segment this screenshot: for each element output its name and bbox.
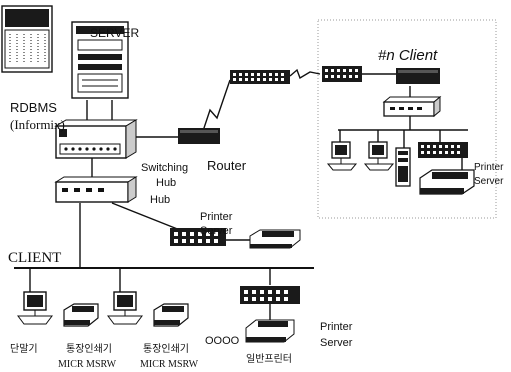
terminal-2-icon bbox=[107, 291, 143, 325]
hub-icon bbox=[54, 176, 138, 203]
server-cabinet-icon bbox=[1, 5, 53, 73]
printer-server-mid-label-1: Printer bbox=[200, 211, 233, 223]
modem-rack-icon bbox=[230, 70, 290, 84]
switching-hub-icon bbox=[54, 119, 138, 159]
passbook-printer-2-icon bbox=[153, 303, 189, 327]
passbook-printer-2-label-2: MICR MSRW bbox=[140, 359, 199, 370]
passbook-printer-1-icon bbox=[63, 303, 99, 327]
n-client-router-icon bbox=[396, 68, 440, 84]
n-client-area bbox=[317, 19, 497, 219]
n-client-modem-icon bbox=[322, 66, 362, 82]
switching-hub-label: Hub bbox=[156, 177, 176, 189]
passbook-printer-1-label-1: 통장인쇄기 bbox=[66, 343, 112, 355]
switching-label: Switching bbox=[141, 162, 188, 174]
printer-server-mid-label-2: Server bbox=[200, 225, 233, 237]
passbook-printer-2-label-1: 통장인쇄기 bbox=[143, 343, 189, 355]
printer-server-right-label-1: Printer bbox=[474, 162, 504, 173]
printer-mid-icon bbox=[249, 229, 301, 249]
general-printer-label: 일반프린터 bbox=[246, 353, 292, 365]
n-client-printer-icon bbox=[419, 169, 475, 195]
printer-server-right-label-2: Server bbox=[474, 176, 504, 187]
dots-label: OOOO bbox=[205, 335, 240, 347]
n-client-tower-icon bbox=[395, 147, 411, 187]
hub-label: Hub bbox=[150, 194, 170, 206]
n-client-hub-icon bbox=[382, 95, 442, 118]
informix-label: (Informix) bbox=[10, 117, 65, 132]
connection-lines bbox=[14, 68, 468, 320]
rdbms-label: RDBMS bbox=[10, 100, 57, 115]
printer-server-mid-icon bbox=[170, 228, 226, 246]
n-client-printer-server-icon bbox=[418, 142, 468, 158]
general-printer-icon bbox=[245, 319, 295, 343]
router-label: Router bbox=[207, 158, 247, 173]
terminal-label: 단말기 bbox=[10, 343, 38, 355]
server-tower-icon bbox=[71, 21, 129, 99]
terminal-1-icon bbox=[17, 291, 53, 325]
router-icon bbox=[178, 128, 220, 144]
n-client-terminal-1-icon bbox=[326, 141, 358, 171]
printer-server-bottom-icon bbox=[240, 286, 300, 304]
printer-server-bottom-label-1: Printer bbox=[320, 321, 353, 333]
passbook-printer-1-label-2: MICR MSRW bbox=[58, 359, 117, 370]
n-client-label: #n Client bbox=[378, 47, 438, 64]
client-label: CLIENT bbox=[8, 250, 61, 266]
server-label: SERVER bbox=[90, 26, 139, 40]
n-client-terminal-2-icon bbox=[363, 141, 395, 171]
printer-server-bottom-label-2: Server bbox=[320, 337, 353, 349]
